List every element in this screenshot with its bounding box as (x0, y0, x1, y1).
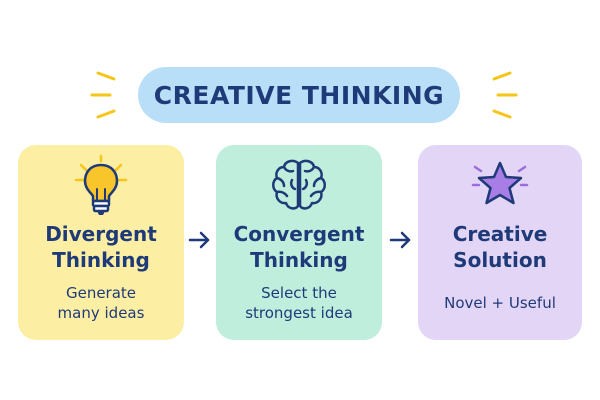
arrow-right-icon (389, 231, 411, 249)
card-divergent-thinking: Divergent Thinking Generate many ideas (18, 145, 184, 340)
card-description: Select the strongest idea (245, 284, 353, 322)
arrow-right-icon (188, 231, 210, 249)
card-creative-solution: Creative Solution Novel + Useful (418, 145, 582, 340)
title-pill: CREATIVE THINKING (138, 67, 460, 123)
lightbulb-icon (74, 154, 128, 215)
card-title: Divergent Thinking (45, 222, 157, 272)
brain-icon (272, 159, 326, 210)
star-icon (471, 161, 529, 205)
card-description: Generate many ideas (57, 284, 145, 322)
sparkle-rays-left-icon (90, 71, 116, 119)
card-title: Convergent Thinking (233, 222, 365, 272)
diagram-title: CREATIVE THINKING (153, 80, 445, 110)
card-description: Novel + Useful (444, 294, 556, 312)
sparkle-rays-right-icon (492, 71, 518, 119)
card-convergent-thinking: Convergent Thinking Select the strongest… (216, 145, 382, 340)
card-title: Creative Solution (452, 222, 548, 272)
